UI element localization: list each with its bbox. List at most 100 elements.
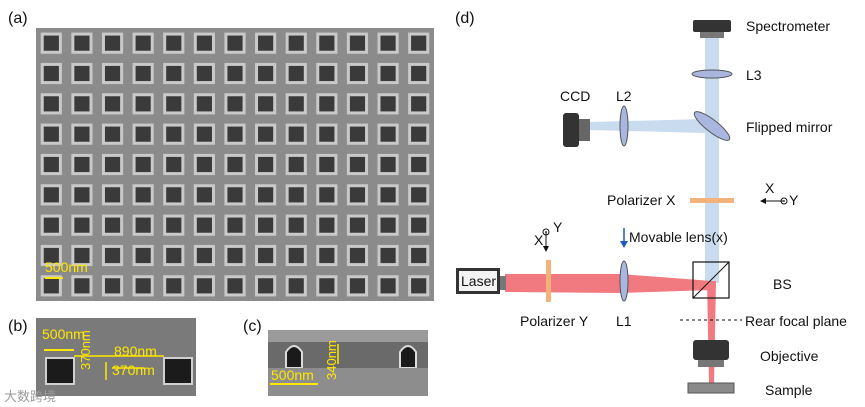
lattice-hole xyxy=(288,35,304,51)
lattice-hole xyxy=(258,35,274,51)
lattice-hole xyxy=(411,65,427,82)
lattice-hole xyxy=(227,126,243,142)
lattice-hole xyxy=(411,278,427,294)
lattice-hole xyxy=(411,247,427,264)
scale-bar-a xyxy=(45,277,63,279)
scale-label-a: 500nm xyxy=(45,259,88,275)
lattice-hole xyxy=(43,96,59,112)
lattice-hole xyxy=(288,126,304,142)
lattice-hole xyxy=(319,156,335,173)
lattice-hole xyxy=(196,65,212,82)
hole-width-label: 370nm xyxy=(112,362,155,378)
spectrometer-icon xyxy=(693,20,731,38)
lattice-hole xyxy=(380,156,396,173)
objective-icon xyxy=(693,340,729,367)
lattice-hole xyxy=(196,247,212,264)
lattice-hole xyxy=(196,187,212,203)
lattice-hole xyxy=(104,187,121,203)
panel-label-c: (c) xyxy=(243,318,262,335)
collection-beam-vertical xyxy=(705,38,719,283)
lattice-hole xyxy=(43,156,59,173)
lattice-hole xyxy=(349,156,366,173)
lattice-hole xyxy=(288,217,304,233)
lattice-hole xyxy=(288,247,304,264)
laser-beam xyxy=(505,274,712,293)
lattice-hole xyxy=(104,126,121,142)
objective-label: Objective xyxy=(760,348,819,364)
lattice-hole xyxy=(411,35,427,51)
lattice-hole xyxy=(288,156,304,173)
lattice-hole xyxy=(319,217,335,233)
axis-xy-icon-right xyxy=(760,197,788,205)
sample-label: Sample xyxy=(765,382,813,398)
l1-label: L1 xyxy=(616,313,632,329)
lattice-hole xyxy=(43,187,59,203)
lattice-hole xyxy=(104,96,121,112)
lattice-hole xyxy=(288,187,304,203)
lattice-hole xyxy=(74,126,90,142)
lattice-hole xyxy=(196,126,212,142)
lattice-hole xyxy=(166,65,182,82)
lattice-hole xyxy=(319,35,335,51)
movable-lens-label: Movable lens(x) xyxy=(629,229,728,245)
lattice-hole xyxy=(319,65,335,82)
lattice-hole xyxy=(380,126,396,142)
lattice-hole xyxy=(380,217,396,233)
lattice-hole xyxy=(166,278,182,294)
lattice-hole xyxy=(380,35,396,51)
ccd-camera-icon xyxy=(563,113,590,147)
ccd-label: CCD xyxy=(560,88,591,104)
sem-image-lattice xyxy=(36,28,434,301)
lattice-hole xyxy=(43,65,59,82)
lattice-hole xyxy=(74,65,90,82)
lattice-hole xyxy=(166,35,182,51)
axis-left-y-label: Y xyxy=(553,219,563,235)
hole-height-label: 370nm xyxy=(78,330,93,370)
lattice-hole xyxy=(319,126,335,142)
lattice-hole xyxy=(196,217,212,233)
lattice-hole xyxy=(196,156,212,173)
lattice-hole xyxy=(135,217,151,233)
lattice-hole xyxy=(135,156,151,173)
lattice-hole xyxy=(411,96,427,112)
lattice-hole xyxy=(227,247,243,264)
flipped-mirror-label: Flipped mirror xyxy=(746,119,833,135)
lattice-hole xyxy=(227,35,243,51)
lattice-hole xyxy=(135,187,151,203)
polarizer-x-label: Polarizer X xyxy=(607,192,676,208)
lattice-hole xyxy=(258,156,274,173)
lattice-hole xyxy=(319,96,335,112)
lattice-hole xyxy=(319,247,335,264)
lattice-hole xyxy=(349,217,366,233)
panel-label-d: (d) xyxy=(455,10,475,27)
lattice-hole xyxy=(104,217,121,233)
lattice-hole xyxy=(319,278,335,294)
lattice-hole xyxy=(166,247,182,264)
lattice-hole xyxy=(227,278,243,294)
lattice-hole xyxy=(74,187,90,203)
lattice-hole xyxy=(74,96,90,112)
sample-icon xyxy=(687,382,735,394)
lattice-hole xyxy=(135,247,151,264)
lattice-hole xyxy=(104,35,121,51)
lattice-hole xyxy=(43,126,59,142)
lattice-hole xyxy=(258,126,274,142)
lattice-hole xyxy=(349,126,366,142)
scale-label-c: 500nm xyxy=(271,367,314,383)
lattice-hole xyxy=(104,278,121,294)
lattice-hole xyxy=(380,247,396,264)
optical-setup-diagram xyxy=(456,20,788,394)
lattice-hole xyxy=(74,278,90,294)
lattice-hole xyxy=(258,278,274,294)
lattice-hole xyxy=(380,65,396,82)
lattice-hole xyxy=(227,65,243,82)
lattice-hole xyxy=(43,217,59,233)
lattice-hole xyxy=(349,278,366,294)
l2-label: L2 xyxy=(616,88,632,104)
axis-xy-icon-left xyxy=(542,228,550,252)
lattice-hole xyxy=(166,187,182,203)
lattice-hole xyxy=(411,187,427,203)
lattice-hole xyxy=(288,278,304,294)
watermark: 大数跨境 xyxy=(4,389,57,404)
lattice-hole xyxy=(196,278,212,294)
